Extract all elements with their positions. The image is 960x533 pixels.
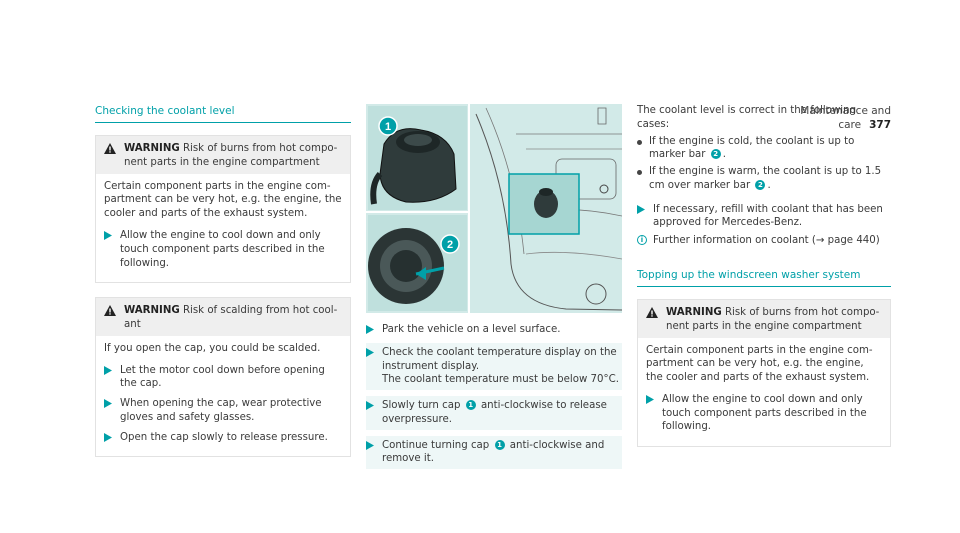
bullet-text-pre: If the engine is cold, the coolant is up… — [649, 135, 855, 161]
step-text-post: anti-clockwise and remove it. — [382, 439, 605, 465]
column-middle: 1 2 — [366, 104, 622, 473]
step-arrow-icon — [366, 347, 374, 357]
bullet-icon — [637, 170, 642, 176]
marker-2-icon: 2 — [755, 179, 766, 190]
warning-triangle-icon — [646, 307, 658, 319]
step-item: Park the vehicle on a level surface. — [366, 323, 622, 337]
step-arrow-icon — [104, 432, 112, 442]
warning-body: If you open the cap, you could be scalde… — [104, 342, 321, 354]
warning-box-scalding: WARNING Risk of scalding from hot cool­a… — [95, 297, 351, 458]
marker-1-icon: 1 — [465, 400, 476, 411]
warning-label: WARNING — [666, 307, 722, 319]
step-text: Park the vehicle on a level surface. — [382, 324, 561, 335]
list-item: If the engine is cold, the coolant is up… — [637, 135, 891, 163]
step-arrow-icon — [104, 399, 112, 409]
step-subtext: The coolant temperature must be below 70… — [382, 374, 619, 386]
step-text: Check the coolant temperature display on… — [382, 346, 617, 372]
warning-header: WARNING Risk of burns from hot compo­nen… — [638, 300, 890, 338]
bullet-text-post: . — [722, 149, 726, 161]
warning-header: WARNING Risk of scalding from hot cool­a… — [96, 298, 350, 336]
step-text: Allow the engine to cool down and only t… — [120, 230, 325, 269]
warning-header: WARNING Risk of burns from hot compo­nen… — [96, 136, 350, 174]
step-item: Allow the engine to cool down and only t… — [646, 393, 882, 434]
step-arrow-icon — [366, 401, 374, 411]
step-arrow-icon — [366, 440, 374, 450]
section-name: Maintenance and care — [800, 105, 891, 132]
info-text[interactable]: Further information on coolant (→ page 4… — [653, 235, 880, 247]
section-title-washer: Topping up the windscreen washer system — [637, 268, 891, 288]
step-arrow-icon — [646, 394, 654, 404]
callout-2: 2 — [447, 239, 453, 251]
step-text-post: anti-clockwise to release overpressure. — [382, 400, 607, 425]
bullet-icon — [637, 139, 642, 145]
marker-1-icon: 1 — [494, 439, 505, 450]
step-item: Check the coolant temperature display on… — [366, 342, 622, 391]
warning-body: Certain component parts in the engine co… — [104, 180, 342, 220]
step-item: Allow the engine to cool down and only t… — [104, 229, 342, 270]
step-item: Open the cap slowly to release pressure. — [104, 431, 342, 445]
bullet-text-post: . — [767, 179, 771, 191]
marker-2-icon: 2 — [710, 149, 721, 160]
step-text-pre: Continue turning cap — [382, 439, 490, 451]
engine-compartment-illustration: 1 2 — [366, 104, 622, 313]
warning-headline: Risk of burns from hot compo­nent parts … — [124, 143, 338, 168]
warning-box-burns: WARNING Risk of burns from hot compo­nen… — [95, 135, 351, 284]
step-text: Open the cap slowly to release pressure. — [120, 431, 328, 443]
step-text-pre: Slowly turn cap — [382, 400, 461, 412]
step-item: Let the motor cool down before opening t… — [104, 364, 342, 392]
bullet-text-pre: If the engine is warm, the coolant is up… — [649, 166, 882, 191]
warning-headline: Risk of scalding from hot cool­ant — [124, 305, 338, 331]
list-item: If the engine is warm, the coolant is up… — [637, 165, 891, 193]
info-icon: i — [637, 235, 647, 246]
step-text: Allow the engine to cool down and only t… — [662, 393, 867, 433]
warning-headline: Risk of burns from hot compo­nent parts … — [666, 307, 880, 332]
warning-body: Certain component parts in the engine co… — [646, 344, 873, 384]
column-left: Checking the coolant level WARNING Risk … — [95, 104, 351, 467]
callout-1: 1 — [385, 121, 391, 133]
warning-label: WARNING — [124, 305, 180, 317]
step-arrow-icon — [366, 325, 374, 334]
info-note: i Further information on coolant (→ page… — [637, 234, 891, 248]
step-item: Slowly turn cap 1 anti-clockwise to rele… — [366, 396, 622, 430]
step-item: Continue turning cap 1 anti-clockwise an… — [366, 435, 622, 470]
warning-triangle-icon — [104, 305, 116, 317]
step-item: When opening the cap, wear protective gl… — [104, 397, 342, 425]
step-item: If necessary, refill with coolant that h… — [637, 203, 891, 231]
step-arrow-icon — [637, 204, 645, 214]
warning-label: WARNING — [124, 143, 180, 155]
step-arrow-icon — [104, 231, 112, 240]
warning-triangle-icon — [104, 143, 116, 155]
coolant-intro: The coolant level is correct in the foll… — [637, 105, 857, 130]
step-text: If necessary, refill with coolant that h… — [653, 203, 883, 229]
column-right: The coolant level is correct in the foll… — [637, 104, 891, 457]
illustration-drawing: 1 2 — [366, 104, 622, 313]
page-number: 377 — [869, 119, 891, 132]
step-text: Let the motor cool down before opening t… — [120, 364, 325, 390]
section-title-coolant: Checking the coolant level — [95, 104, 351, 124]
step-text: When opening the cap, wear protective gl… — [120, 398, 322, 423]
step-arrow-icon — [104, 365, 112, 375]
warning-box-burns: WARNING Risk of burns from hot compo­nen… — [637, 299, 891, 448]
